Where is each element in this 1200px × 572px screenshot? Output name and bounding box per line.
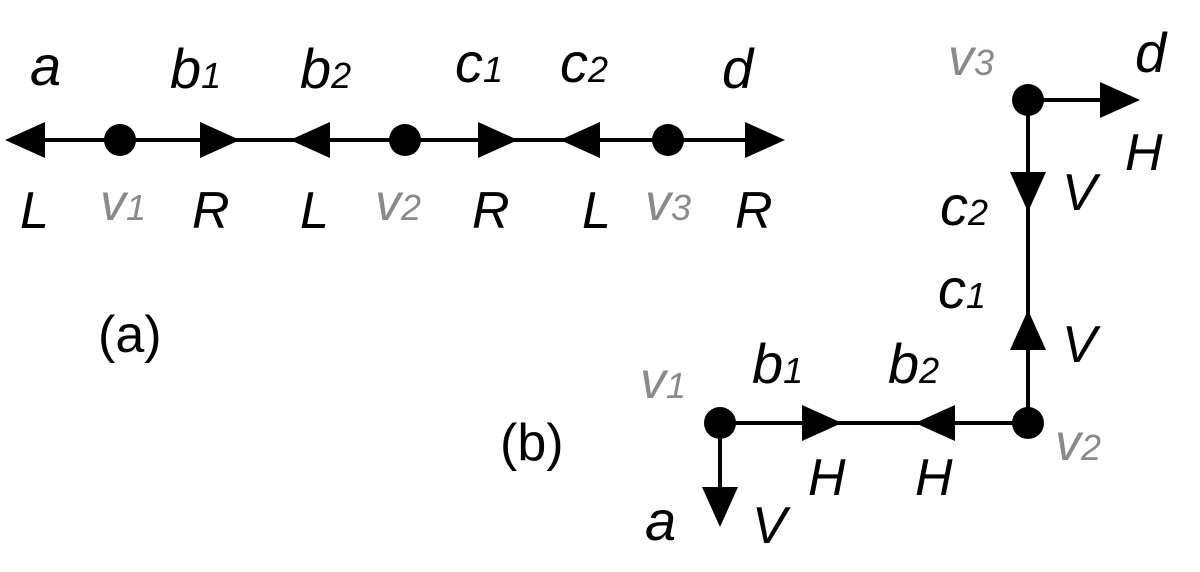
panel-a-arrow-left-3: [560, 122, 600, 158]
panel-b-arrow-d-right: [1100, 82, 1140, 118]
panel-b-orient-b1: H: [808, 449, 846, 507]
panel-b-vertex-v1: [704, 407, 736, 439]
panel-b-label-b1: b1: [752, 332, 803, 395]
panel-b-label-d: d: [1135, 21, 1168, 84]
panel-a-dir-label-3: L: [300, 182, 329, 240]
panel-a-vertex-v3: [652, 124, 684, 156]
panel-a-vertex-v2: [389, 124, 421, 156]
panel-b-vertex-v2: [1012, 407, 1044, 439]
panel-a-arrow-left-1: [5, 122, 45, 158]
panel-b: a b1 b2 c1 c2 d V H H V V H v1 v2 v3 (b): [500, 21, 1168, 555]
panel-a-arrow-right-3: [745, 122, 785, 158]
panel-b-label-a: a: [645, 489, 676, 552]
panel-b-label-c1: c1: [938, 257, 986, 320]
panel-b-arrow-b1-right: [802, 405, 842, 441]
panel-a-label-b1: b1: [170, 37, 221, 100]
panel-a-label-a: a: [30, 34, 61, 97]
panel-a-vertex-v1: [104, 124, 136, 156]
panel-b-arrow-c2-down: [1010, 172, 1046, 212]
panel-b-orient-b2: H: [915, 449, 953, 507]
panel-b-caption: (b): [500, 414, 564, 472]
panel-a-label-d: d: [722, 37, 755, 100]
panel-a-label-b2: b2: [300, 37, 351, 100]
panel-a-arrow-right-2: [478, 122, 518, 158]
panel-b-vertex-v3: [1012, 84, 1044, 116]
panel-b-orient-c2: V: [1062, 164, 1101, 222]
panel-b-label-b2: b2: [888, 332, 939, 395]
panel-b-vertex-label-v2: v2: [1055, 414, 1101, 472]
panel-b-label-c2: c2: [940, 174, 988, 237]
panel-b-orient-a: V: [752, 497, 791, 555]
panel-a: a b1 b2 c1 c2 d L R L R L R v1 v2 v3 (a): [5, 31, 785, 364]
panel-b-vertex-label-v1: v1: [640, 352, 686, 410]
panel-a-dir-label-4: R: [472, 182, 510, 240]
panel-a-vertex-label-v1: v1: [100, 174, 146, 232]
panel-a-dir-label-2: R: [192, 182, 230, 240]
panel-a-vertex-label-v3: v3: [645, 174, 691, 232]
panel-b-arrow-b2-left: [915, 405, 955, 441]
panel-a-dir-label-6: R: [735, 182, 773, 240]
panel-b-arrow-a-down: [702, 487, 738, 527]
panel-a-dir-label-5: L: [582, 182, 611, 240]
panel-b-orient-c1: V: [1062, 316, 1101, 374]
panel-a-arrow-right-1: [200, 122, 240, 158]
panel-b-orient-d: H: [1125, 124, 1163, 182]
panel-a-label-c2: c2: [560, 31, 608, 94]
panel-a-label-c1: c1: [455, 31, 503, 94]
panel-b-vertex-label-v3: v3: [948, 29, 994, 87]
panel-a-arrow-left-2: [290, 122, 330, 158]
panel-a-dir-label-1: L: [20, 182, 49, 240]
panel-b-arrow-c1-up: [1010, 310, 1046, 350]
panel-a-vertex-label-v2: v2: [375, 174, 421, 232]
panel-a-caption: (a): [98, 306, 162, 364]
